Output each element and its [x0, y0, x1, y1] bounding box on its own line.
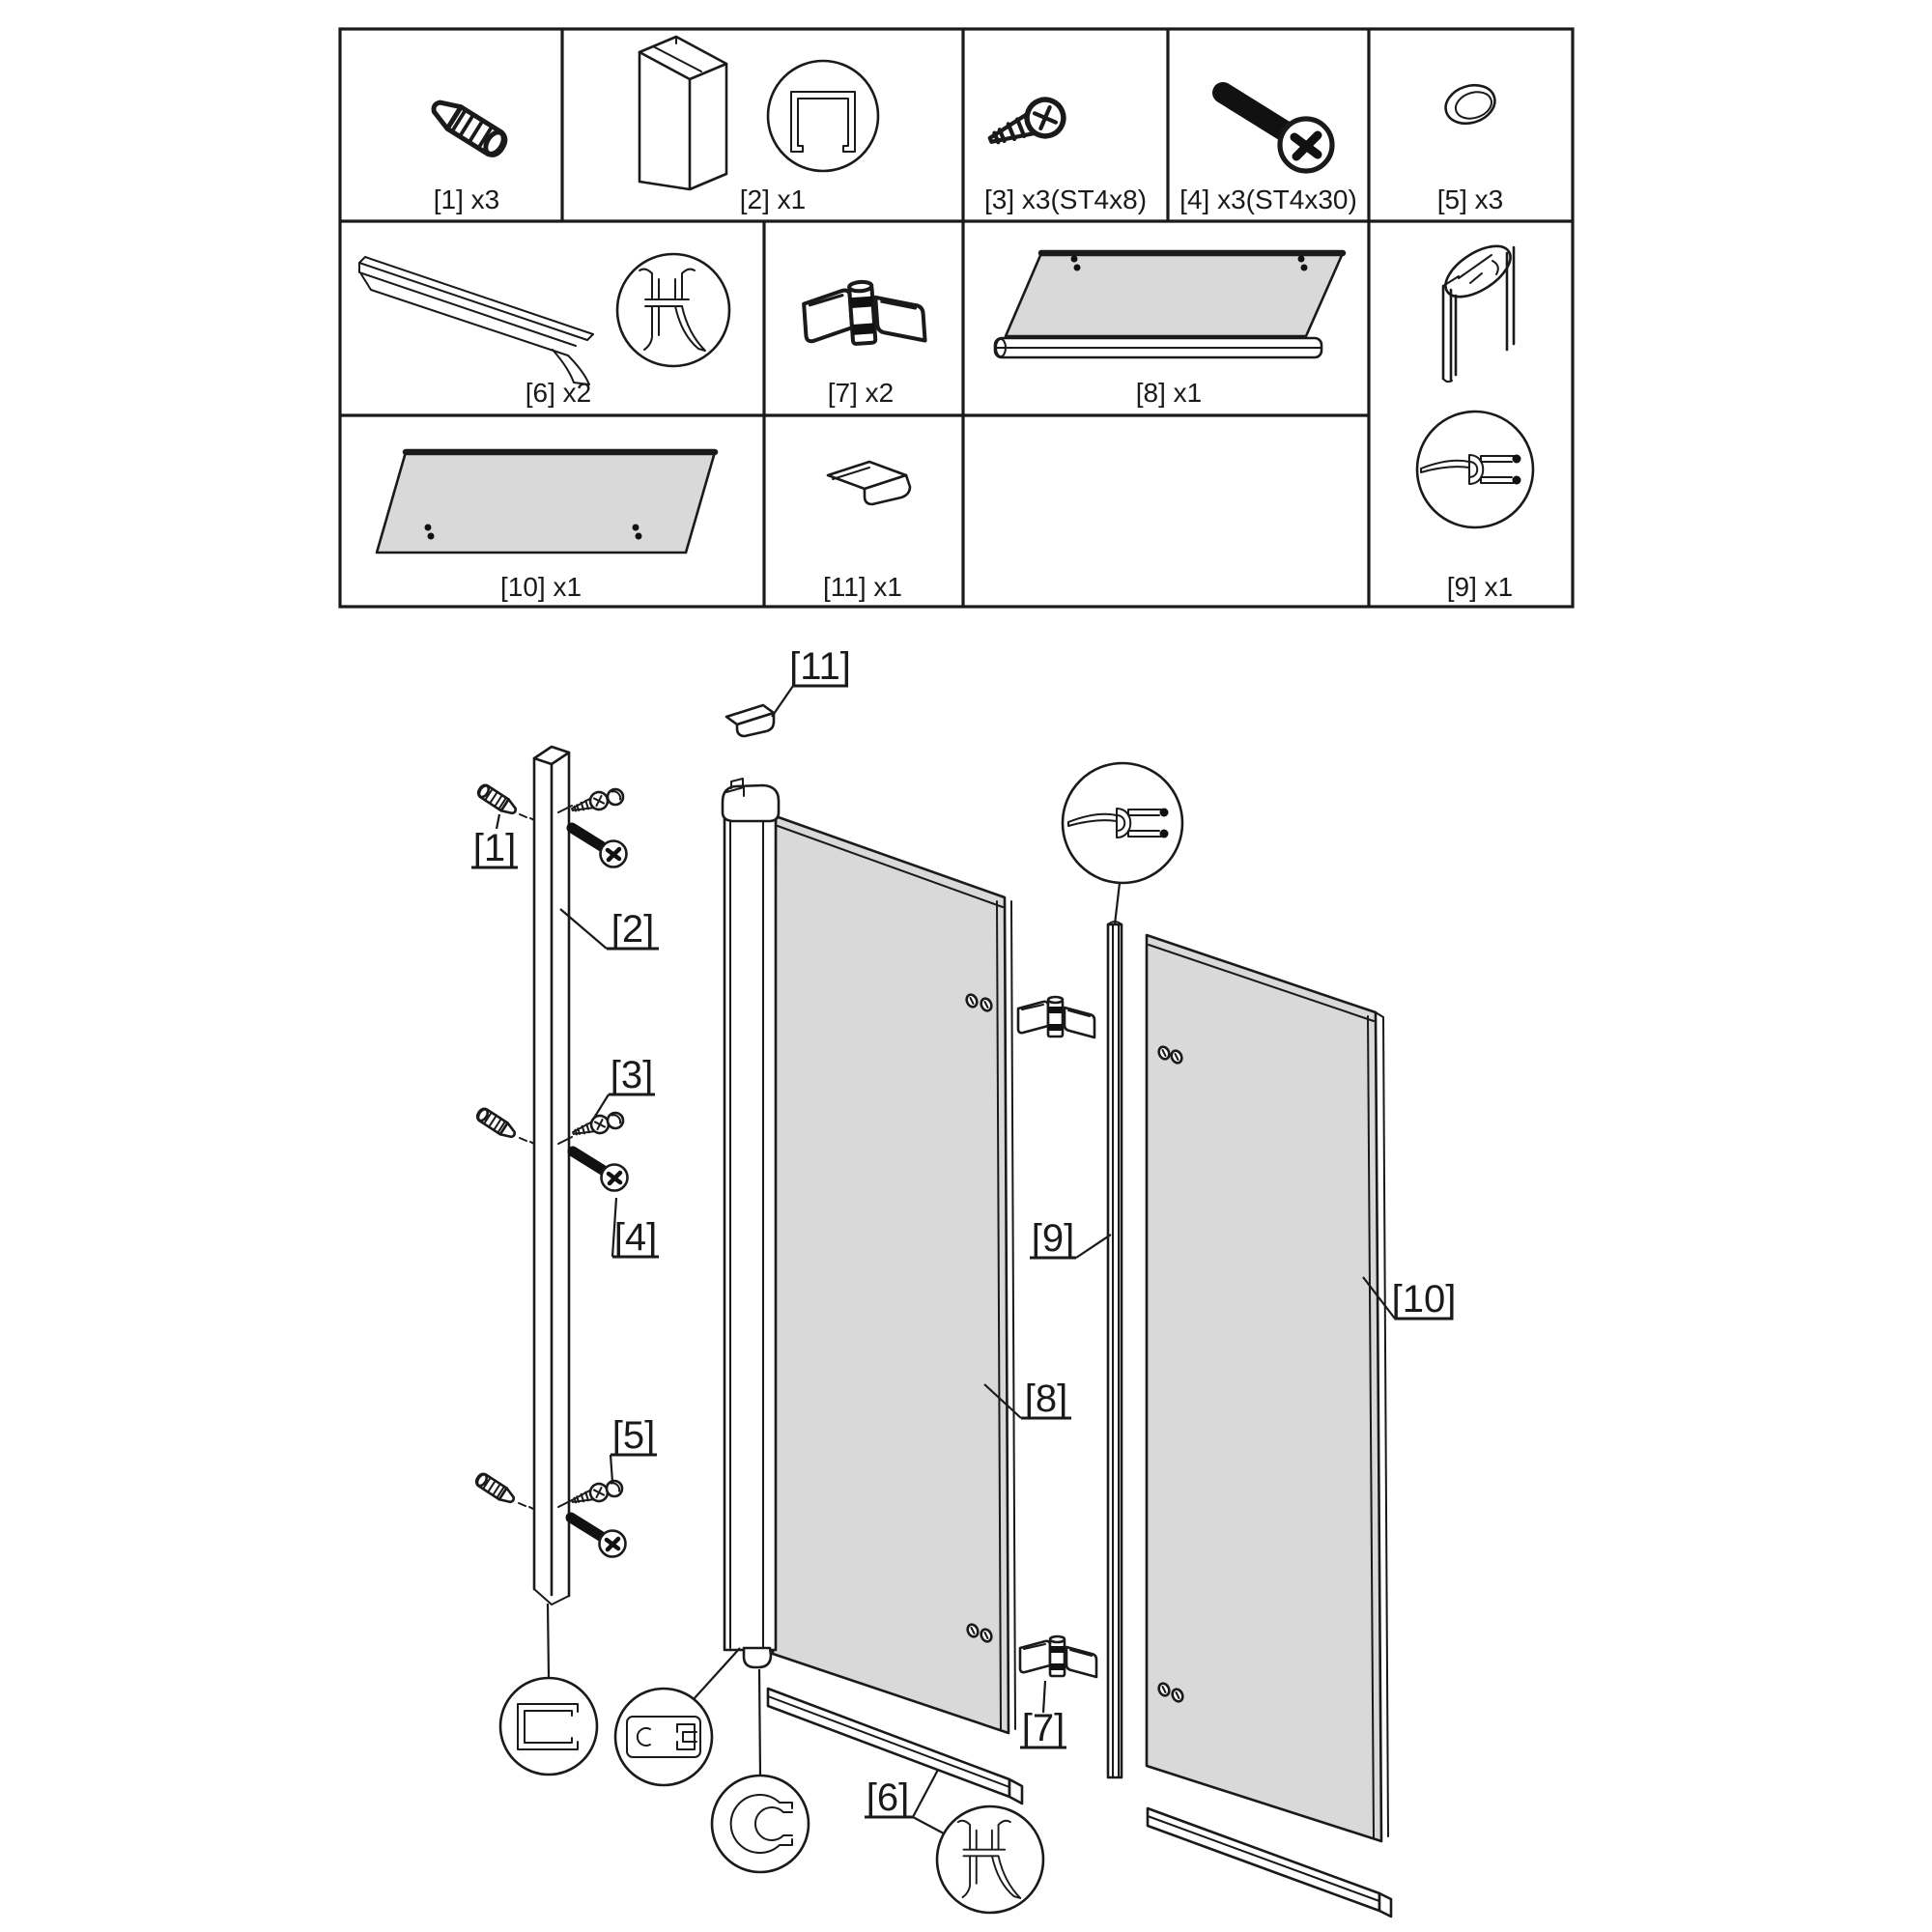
callout-6: [6]: [865, 1769, 945, 1834]
long-screw-icon: [1223, 93, 1332, 171]
panel-bottom-strip: [1146, 1806, 1393, 1918]
parts-cell-4: [4] x3(ST4x30): [1179, 93, 1357, 214]
frame-bottom-cap: [742, 1646, 773, 1669]
wall-profile: [532, 745, 573, 1605]
short-screw: [569, 1112, 612, 1143]
parts-cell-11-label: [11] x1: [823, 572, 902, 602]
door-bottom-bar-icon: [993, 336, 1323, 359]
hinge-top: [1016, 995, 1096, 1039]
parts-cell-6: [6] x2: [358, 252, 731, 408]
end-clip-icon: [826, 460, 912, 506]
svg-text:[3]: [3]: [611, 1054, 653, 1096]
svg-text:[11]: [11]: [789, 645, 851, 688]
cover-cap: [606, 787, 625, 807]
hinge-icon: [803, 278, 925, 349]
parts-table-gridlines: [340, 29, 1573, 607]
parts-cell-8-label: [8] x1: [1136, 378, 1202, 408]
parts-cell-3: [3] x3(ST4x8): [983, 94, 1147, 214]
callout-4: [4]: [611, 1197, 659, 1259]
detail-circle-holder-profile: [710, 1668, 810, 1874]
parts-cell-1: [1] x3: [428, 95, 509, 214]
short-screw: [568, 788, 611, 819]
parts-cell-3-label: [3] x3(ST4x8): [984, 185, 1147, 214]
magnet-detail-circle: [1061, 761, 1184, 925]
detail-circle-wall-profile: [498, 1603, 599, 1776]
callout-1: [1]: [471, 813, 518, 869]
svg-text:[9]: [9]: [1032, 1217, 1074, 1260]
detail-circle-frame-profile: [613, 1647, 741, 1787]
fastener-group-top: [474, 781, 627, 867]
parts-cell-10: [10] x1: [375, 448, 719, 602]
anchor-plug: [473, 1105, 520, 1143]
bottom-seal-strip: [766, 1687, 1024, 1805]
callout-5: [5]: [609, 1414, 657, 1483]
hinge-bottom: [1018, 1634, 1098, 1679]
door-glass-panel: [771, 814, 1016, 1735]
parts-cell-2-label: [2] x1: [740, 185, 806, 214]
parts-table-frame: [338, 27, 1575, 609]
callout-8: [8]: [983, 1378, 1071, 1420]
fixed-glass-panel: [1145, 933, 1389, 1843]
cover-cap: [605, 1479, 624, 1498]
short-screw-icon: [983, 94, 1068, 156]
fastener-group-middle: [473, 1105, 628, 1191]
fixed-glass-icon: [375, 450, 717, 554]
svg-text:[1]: [1]: [473, 827, 516, 869]
callout-11: [11]: [771, 645, 851, 718]
callout-7: [7]: [1020, 1680, 1066, 1749]
long-screw: [571, 1518, 626, 1557]
parts-cell-4-label: [4] x3(ST4x30): [1179, 185, 1357, 214]
detail-circle-water-seal: [935, 1804, 1045, 1915]
parts-cell-5-label: [5] x3: [1437, 185, 1503, 214]
cover-cap: [606, 1111, 625, 1130]
svg-text:[10]: [10]: [1392, 1278, 1457, 1321]
wall-plug-icon: [428, 95, 509, 158]
door-glass-icon: [1004, 251, 1345, 338]
magnet-section-circle: [1415, 410, 1535, 529]
short-screw: [568, 1480, 611, 1511]
parts-cell-6-label: [6] x2: [526, 378, 591, 408]
cover-cap-icon: [1444, 83, 1496, 126]
callout-9: [9]: [1030, 1217, 1112, 1260]
seal-section-circle: [615, 252, 731, 368]
svg-text:[7]: [7]: [1022, 1707, 1065, 1749]
callout-3: [3]: [590, 1054, 655, 1123]
magnet-seal-icon: [1441, 244, 1516, 384]
anchor-plug: [472, 1470, 519, 1508]
parts-cell-7-label: [7] x2: [828, 378, 894, 408]
assembly-diagram: [11] [1] [2] [3] [4] [5]: [471, 645, 1457, 1918]
magnet-seal-strip: [1106, 921, 1123, 1779]
wall-profile-section-circle: [766, 59, 880, 173]
long-screw: [573, 1151, 628, 1191]
parts-cell-2: [2] x1: [638, 35, 880, 214]
svg-text:[6]: [6]: [867, 1776, 909, 1819]
parts-cell-5: [5] x3: [1437, 83, 1503, 214]
parts-cell-1-label: [1] x3: [434, 185, 499, 214]
svg-text:[8]: [8]: [1025, 1378, 1067, 1420]
parts-cell-7: [7] x2: [803, 278, 925, 408]
parts-cell-11: [11] x1: [823, 460, 912, 602]
parts-cell-9-label: [9] x1: [1447, 572, 1513, 602]
bottom-seal-icon: [358, 256, 594, 385]
long-screw: [572, 828, 627, 867]
door-frame-profile: [721, 778, 781, 1669]
anchor-plug: [474, 781, 521, 819]
wall-profile-icon: [638, 35, 728, 191]
parts-cell-8: [8] x1: [993, 249, 1347, 408]
parts-cell-10-label: [10] x1: [500, 572, 582, 602]
parts-table: [1] x3 [2] x1 [3] x3(ST4x8): [338, 27, 1575, 609]
end-clip: [724, 703, 776, 738]
svg-text:[4]: [4]: [614, 1216, 657, 1259]
svg-text:[2]: [2]: [611, 908, 654, 951]
callout-2: [2]: [559, 908, 659, 951]
callout-10: [10]: [1362, 1276, 1457, 1321]
fastener-group-bottom: [472, 1470, 626, 1557]
parts-cell-9: [9] x1: [1415, 244, 1535, 602]
svg-text:[5]: [5]: [612, 1414, 655, 1457]
